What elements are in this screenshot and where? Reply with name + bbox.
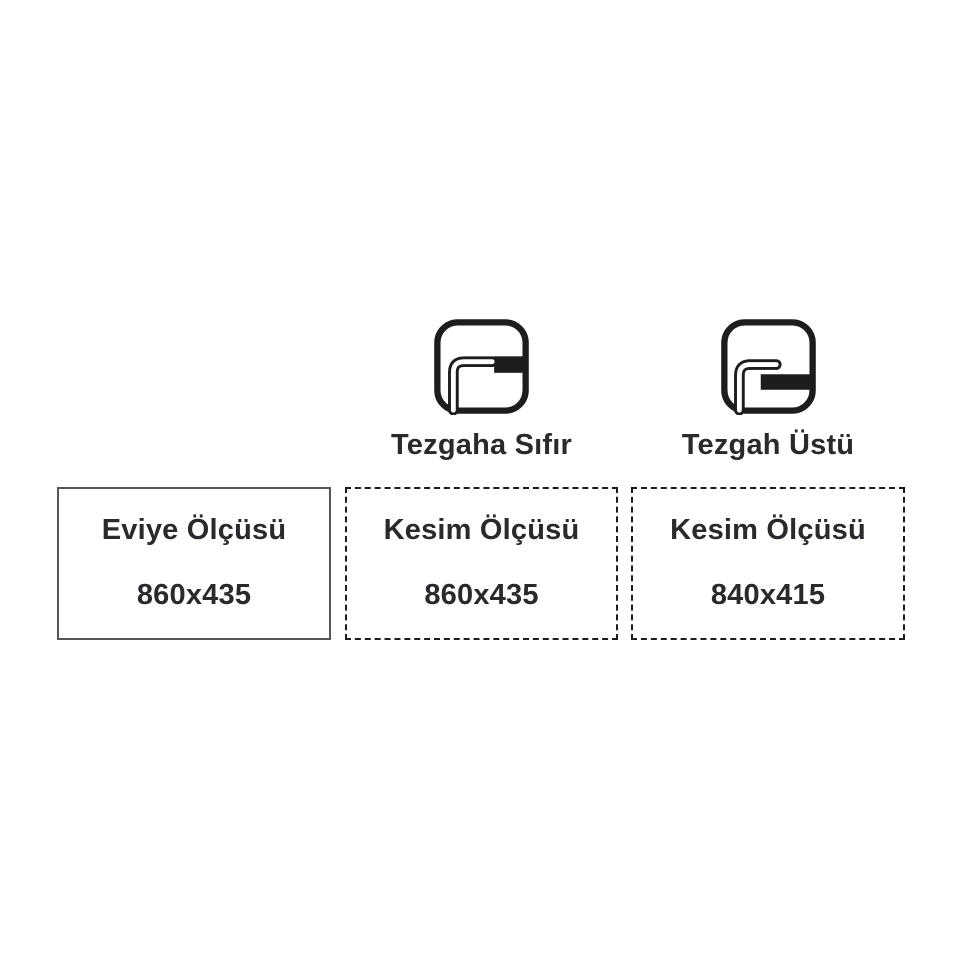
cut-size-flush-box: Kesim Ölçüsü 860x435 [345, 487, 618, 640]
mount-type-overmount: Tezgah Üstü [631, 318, 905, 460]
sink-size-box: Eviye Ölçüsü 860x435 [57, 487, 331, 640]
mount-type-flush: Tezgaha Sıfır [345, 318, 618, 460]
cut-size-flush-value: 860x435 [424, 579, 539, 611]
flush-mount-sink-icon [433, 318, 530, 415]
overmount-sink-icon [720, 318, 817, 415]
sink-size-value: 860x435 [136, 579, 252, 611]
cut-size-overmount-value: 840x415 [710, 579, 826, 611]
cut-size-overmount-box: Kesim Ölçüsü 840x415 [631, 487, 905, 640]
mount-type-flush-label: Tezgaha Sıfır [391, 429, 572, 461]
cut-size-overmount-title: Kesim Ölçüsü [670, 514, 866, 546]
cut-size-flush-title: Kesim Ölçüsü [383, 514, 580, 546]
sink-size-title: Eviye Ölçüsü [101, 514, 287, 546]
mount-type-overmount-label: Tezgah Üstü [681, 429, 855, 461]
